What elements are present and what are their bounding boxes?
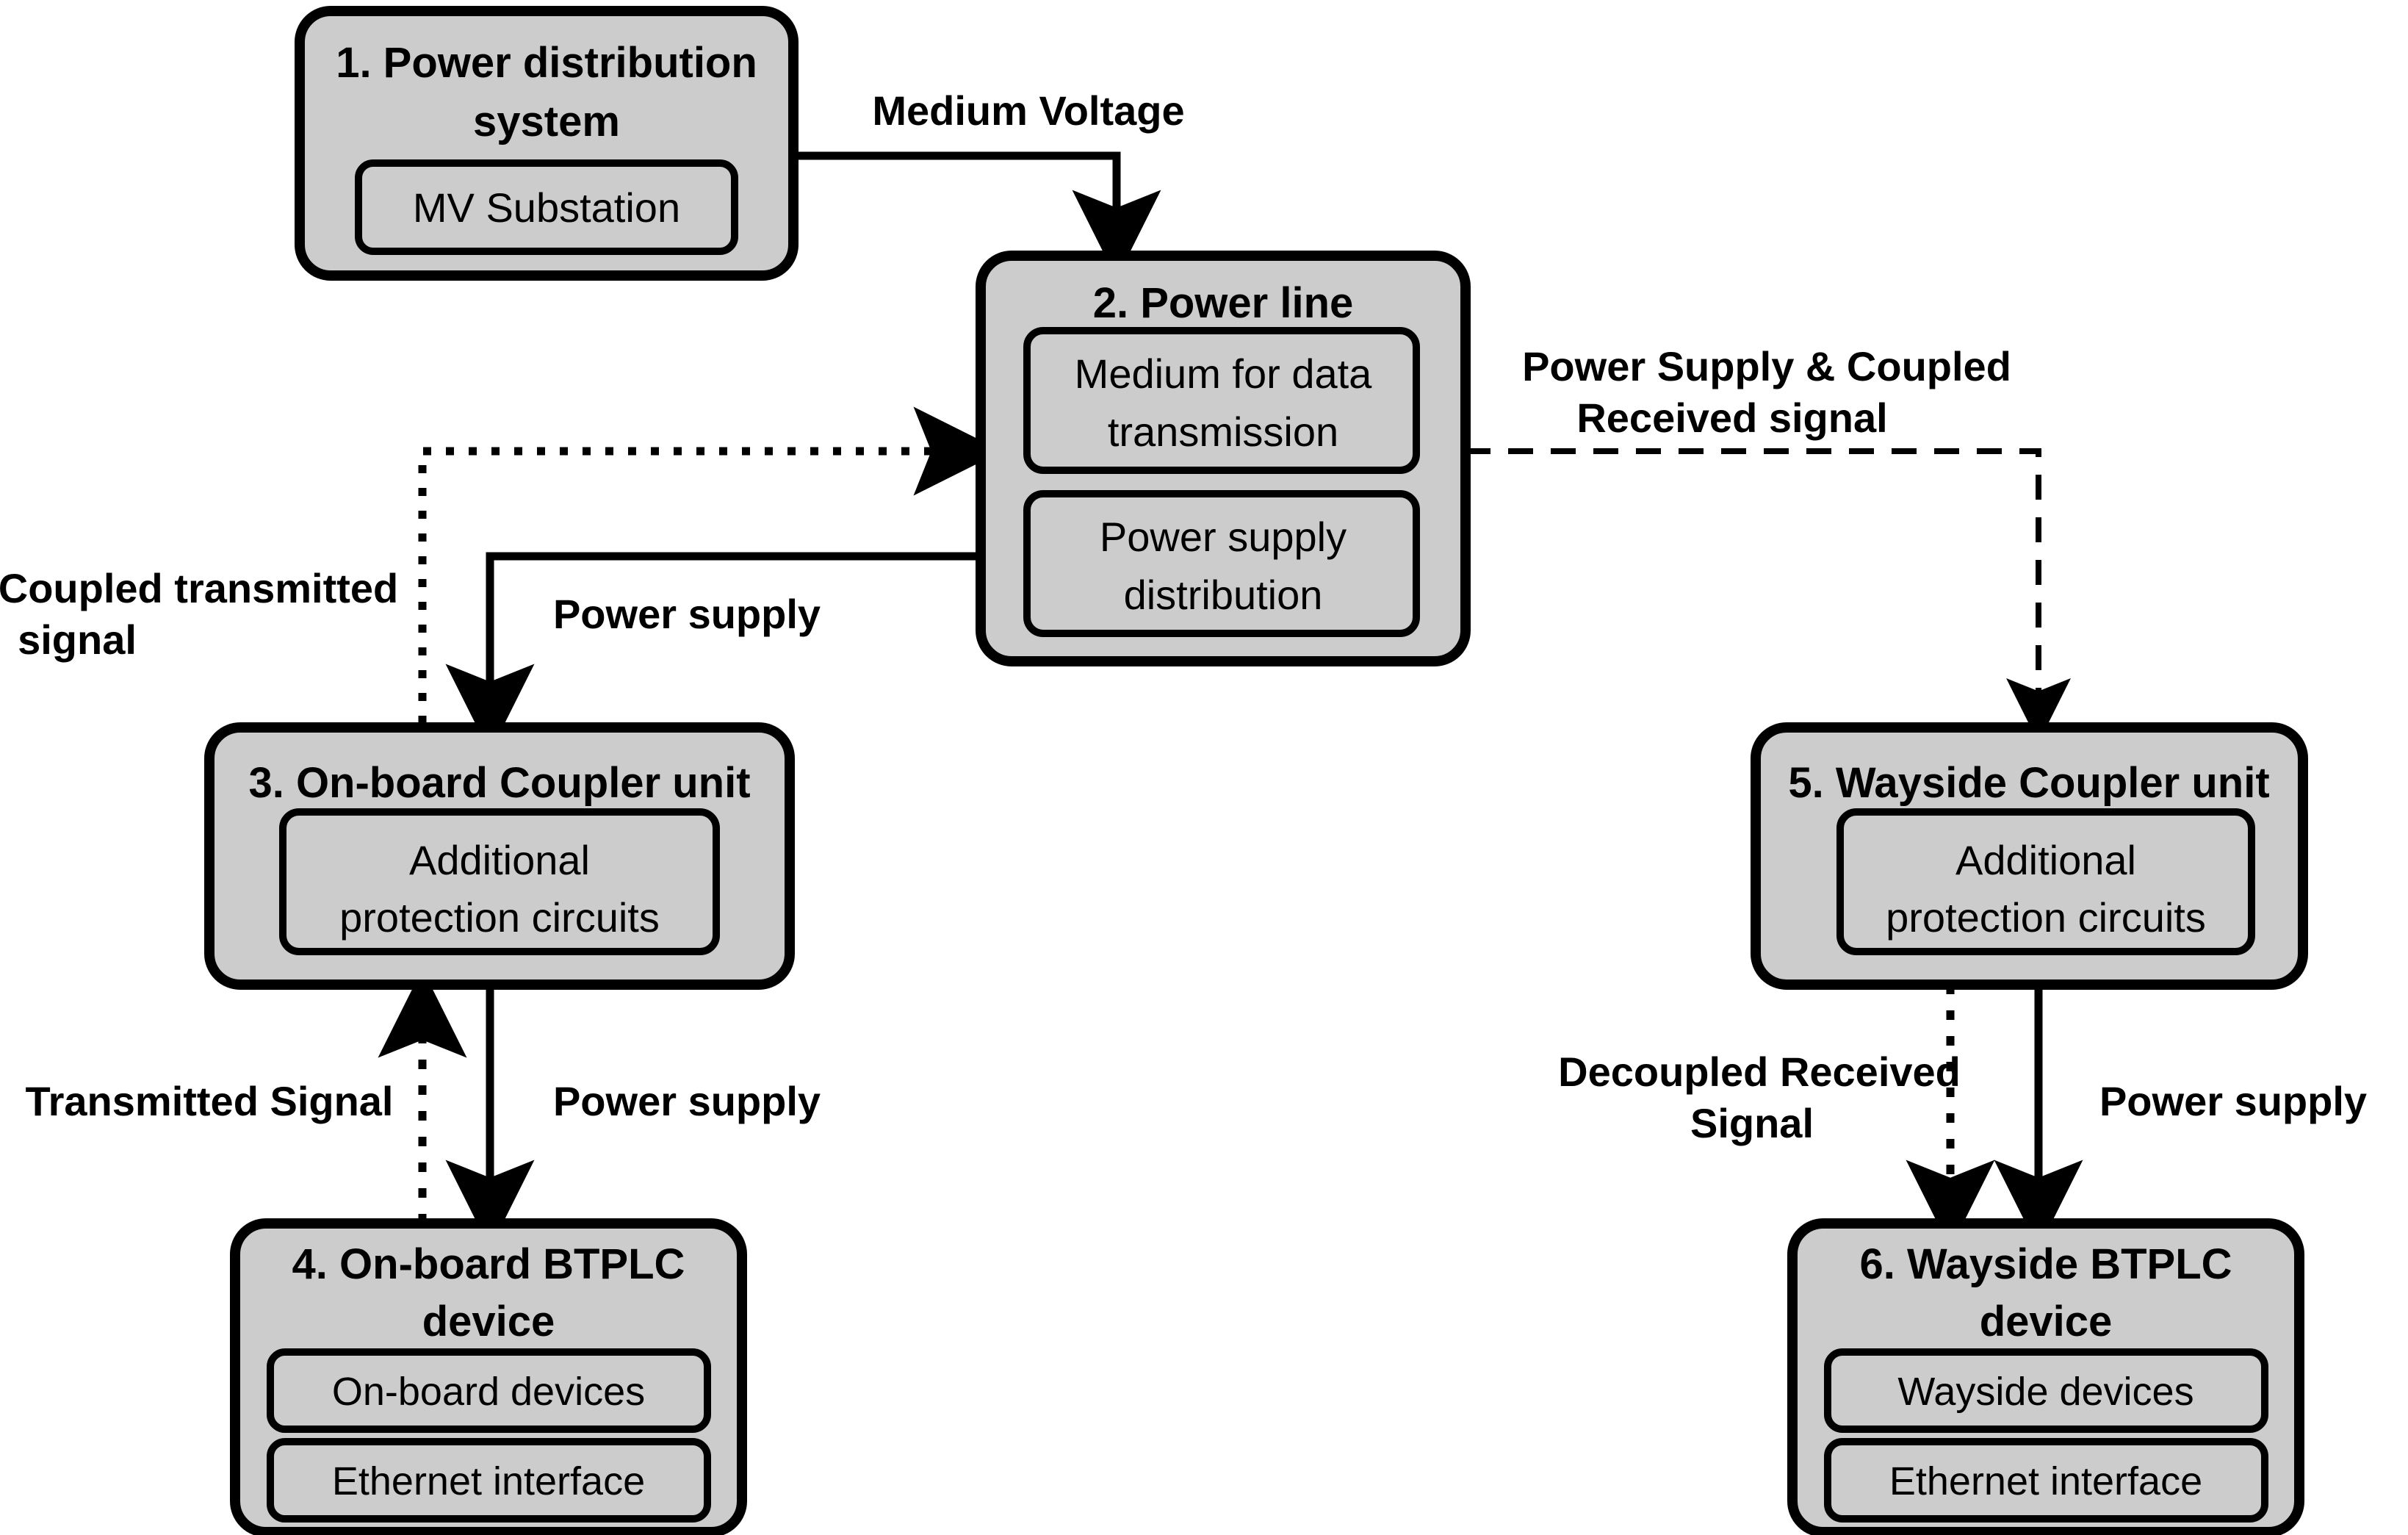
subbox-wayside-devices[interactable]: [1824, 1348, 2268, 1433]
box4-title-line1: 4. On-board BTPLC: [292, 1240, 685, 1288]
label-decoupled-received-signal-line1: Decoupled Received: [1558, 1049, 1961, 1095]
box3-subbox-line1: Additional: [409, 837, 590, 883]
box6-subbox2-label: Ethernet interface: [1889, 1459, 2202, 1503]
box3-title: 3. On-board Coupler unit: [248, 759, 750, 807]
box-wayside-btplc-device[interactable]: [1787, 1218, 2304, 1535]
box1-title-line2: system: [473, 98, 620, 145]
connector-coupled-transmitted-signal: [418, 406, 1003, 724]
label-power-supply-coupled-received-line2: Received signal: [1576, 395, 1887, 441]
box-on-board-btplc-device[interactable]: [230, 1218, 747, 1535]
box2-title: 2. Power line: [1093, 279, 1354, 327]
box4-subbox1-label: On-board devices: [332, 1370, 645, 1414]
box6-title-line2: device: [1980, 1298, 2113, 1345]
box6-subbox1-label: Wayside devices: [1897, 1370, 2193, 1414]
box6-title-line1: 6. Wayside BTPLC: [1859, 1240, 2232, 1288]
subbox-additional-protection-circuits-wayside[interactable]: [1836, 808, 2255, 955]
box5-subbox-line2: protection circuits: [1886, 894, 2206, 941]
label-power-supply-left-lower: Power supply: [553, 1078, 821, 1124]
box2-subbox2-line2: distribution: [1124, 572, 1323, 618]
connector-medium-voltage: [793, 151, 1161, 279]
subbox-ethernet-interface-wayside[interactable]: [1824, 1438, 2268, 1523]
box4-title-line2: device: [422, 1298, 555, 1345]
subbox-mv-substation[interactable]: [355, 159, 738, 255]
box4-subbox2-label: Ethernet interface: [332, 1459, 645, 1503]
label-medium-voltage: Medium Voltage: [872, 87, 1184, 134]
box1-subbox-label: MV Substation: [413, 184, 680, 231]
label-transmitted-signal: Transmitted Signal: [26, 1078, 394, 1124]
box3-subbox-line2: protection circuits: [339, 894, 660, 941]
label-coupled-transmitted-signal-line2: signal: [18, 616, 137, 663]
box-power-line[interactable]: [976, 251, 1471, 666]
box-on-board-coupler-unit[interactable]: [204, 722, 795, 990]
connector-power-supply-coupled-received: [1466, 448, 2071, 743]
box1-title-line1: 1. Power distribution: [336, 39, 757, 87]
connector-power-supply-to-onboard-coupler: [445, 552, 981, 753]
box5-title: 5. Wayside Coupler unit: [1788, 759, 2269, 807]
label-decoupled-received-signal-line2: Signal: [1690, 1100, 1814, 1146]
subbox-ethernet-interface-onboard[interactable]: [267, 1438, 711, 1523]
label-power-supply-right-lower: Power supply: [2099, 1078, 2367, 1124]
subbox-power-supply-distribution[interactable]: [1023, 490, 1420, 637]
subbox-on-board-devices[interactable]: [267, 1348, 711, 1433]
box2-subbox1-line1: Medium for data: [1075, 351, 1372, 397]
subbox-medium-for-data-transmission[interactable]: [1023, 327, 1420, 474]
subbox-additional-protection-circuits-onboard[interactable]: [279, 808, 720, 955]
label-coupled-transmitted-signal-line1: Coupled transmitted: [0, 565, 398, 611]
label-power-supply-coupled-received-line1: Power Supply & Coupled: [1522, 343, 2011, 389]
box2-subbox2-line1: Power supply: [1100, 514, 1347, 560]
label-power-supply-mid: Power supply: [553, 591, 821, 637]
box5-subbox-line1: Additional: [1955, 837, 2136, 883]
box-wayside-coupler-unit[interactable]: [1751, 722, 2308, 990]
box-power-distribution-system[interactable]: [295, 6, 799, 281]
box2-subbox1-line2: transmission: [1108, 409, 1338, 455]
